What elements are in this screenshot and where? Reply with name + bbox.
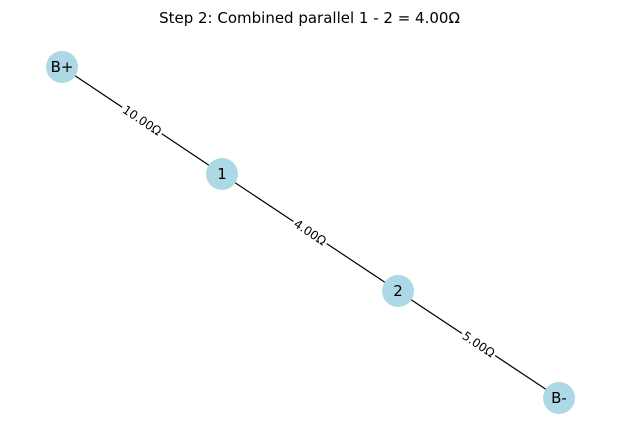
- node-circle-2: [382, 275, 414, 307]
- edge-label-background: [117, 100, 167, 141]
- edge-label-background: [457, 326, 500, 363]
- edge-label-background: [288, 214, 332, 251]
- node-circle-bminus: [543, 382, 575, 414]
- node-circle-1: [206, 158, 238, 190]
- nodes-layer: B+ 1 2B-: [46, 51, 575, 414]
- node-bplus: B+: [46, 51, 78, 83]
- node-1: 1: [206, 158, 238, 190]
- diagram-title: Step 2: Combined parallel 1 - 2 = 4.00Ω: [159, 9, 460, 27]
- node-label-bplus: B+: [51, 58, 74, 76]
- node-bminus: B-: [543, 382, 575, 414]
- node-circle-bplus: [46, 51, 78, 83]
- node-label-1: 1: [217, 165, 227, 183]
- node-label-2: 2: [393, 282, 403, 300]
- node-label-bminus: B-: [551, 389, 567, 407]
- node-2: 2: [382, 275, 414, 307]
